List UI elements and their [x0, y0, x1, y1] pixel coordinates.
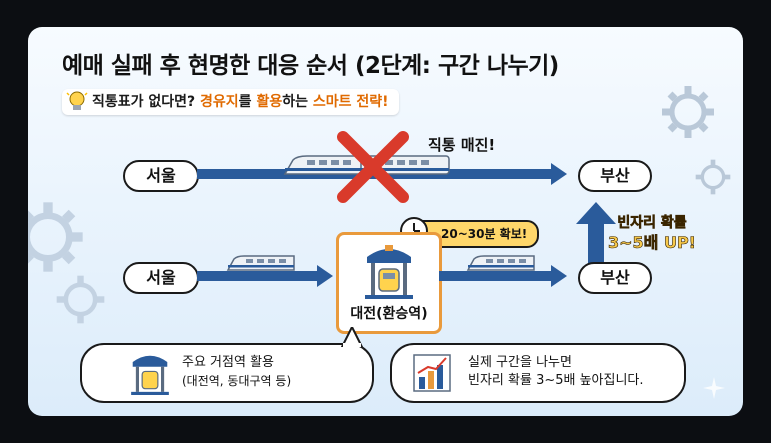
gear-icon	[695, 159, 731, 195]
top-destination-pill: 부산	[578, 160, 652, 192]
boost-line-2: 3~5배 UP!	[608, 233, 697, 253]
transfer-station-label: 대전(환승역)	[350, 306, 428, 322]
tip-bubble-1: 주요 거점역 활용 (대전역, 동대구역 등)	[80, 343, 374, 403]
top-origin-pill: 서울	[123, 160, 199, 192]
tip-2-line-1: 실제 구간을 나누면	[468, 355, 572, 370]
subtitle-highlight-1: 경유지	[200, 94, 239, 110]
tip-bubble-2: 실제 구간을 나누면 빈자리 확률 3~5배 높아집니다.	[390, 343, 686, 403]
tip-1-text: 주요 거점역 활용 (대전역, 동대구역 등)	[182, 354, 291, 391]
bottom-route-arrowhead-2	[551, 265, 567, 287]
infographic-card: 예매 실패 후 현명한 대응 순서 (2단계: 구간 나누기) 직통표가 없다면…	[28, 27, 743, 416]
tip-2-line-2: 빈자리 확률 3~5배 높아집니다.	[468, 373, 644, 388]
station-icon	[131, 355, 169, 395]
up-arrow-icon	[576, 202, 616, 264]
gear-icon	[28, 202, 83, 272]
subtitle-highlight-2: 활용	[256, 94, 283, 110]
top-route-arrowhead	[551, 163, 567, 185]
tip-1-line-1: 주요 거점역 활용	[182, 355, 274, 370]
subtitle-highlight-3: 스마트 전략!	[312, 94, 389, 110]
bottom-route-arrowhead-1	[317, 265, 333, 287]
cross-icon	[337, 131, 409, 203]
bottom-origin-pill: 서울	[123, 262, 199, 294]
gear-icon	[662, 86, 714, 138]
subtitle-text-3: 하는	[282, 94, 313, 110]
bar-chart-icon	[413, 354, 451, 392]
subtitle-text-2: 를	[238, 94, 257, 110]
subtitle-text-1: 직통표가 없다면?	[92, 94, 201, 110]
train-icon	[226, 255, 295, 271]
sparkle-icon	[703, 377, 725, 399]
subtitle-banner: 직통표가 없다면? 경유지를 활용하는 스마트 전략!	[62, 89, 399, 115]
boost-line-1: 빈자리 확률	[617, 215, 687, 232]
station-icon	[365, 245, 413, 299]
boost-label: 빈자리 확률 3~5배 UP!	[608, 213, 697, 254]
bottom-route-line-2	[439, 271, 553, 281]
bubble-tail	[340, 327, 364, 347]
tip-1-line-2: (대전역, 동대구역 등)	[182, 374, 292, 388]
sold-out-label: 직통 매진!	[428, 136, 496, 154]
page-title: 예매 실패 후 현명한 대응 순서 (2단계: 구간 나누기)	[62, 53, 559, 79]
train-icon	[466, 255, 535, 271]
tip-2-text: 실제 구간을 나누면 빈자리 확률 3~5배 높아집니다.	[468, 354, 644, 390]
transfer-station-box: 대전(환승역)	[336, 232, 442, 334]
gear-icon	[56, 275, 105, 324]
lightbulb-icon	[66, 91, 88, 110]
bottom-route-line-1	[197, 271, 319, 281]
bottom-destination-pill: 부산	[578, 262, 652, 294]
